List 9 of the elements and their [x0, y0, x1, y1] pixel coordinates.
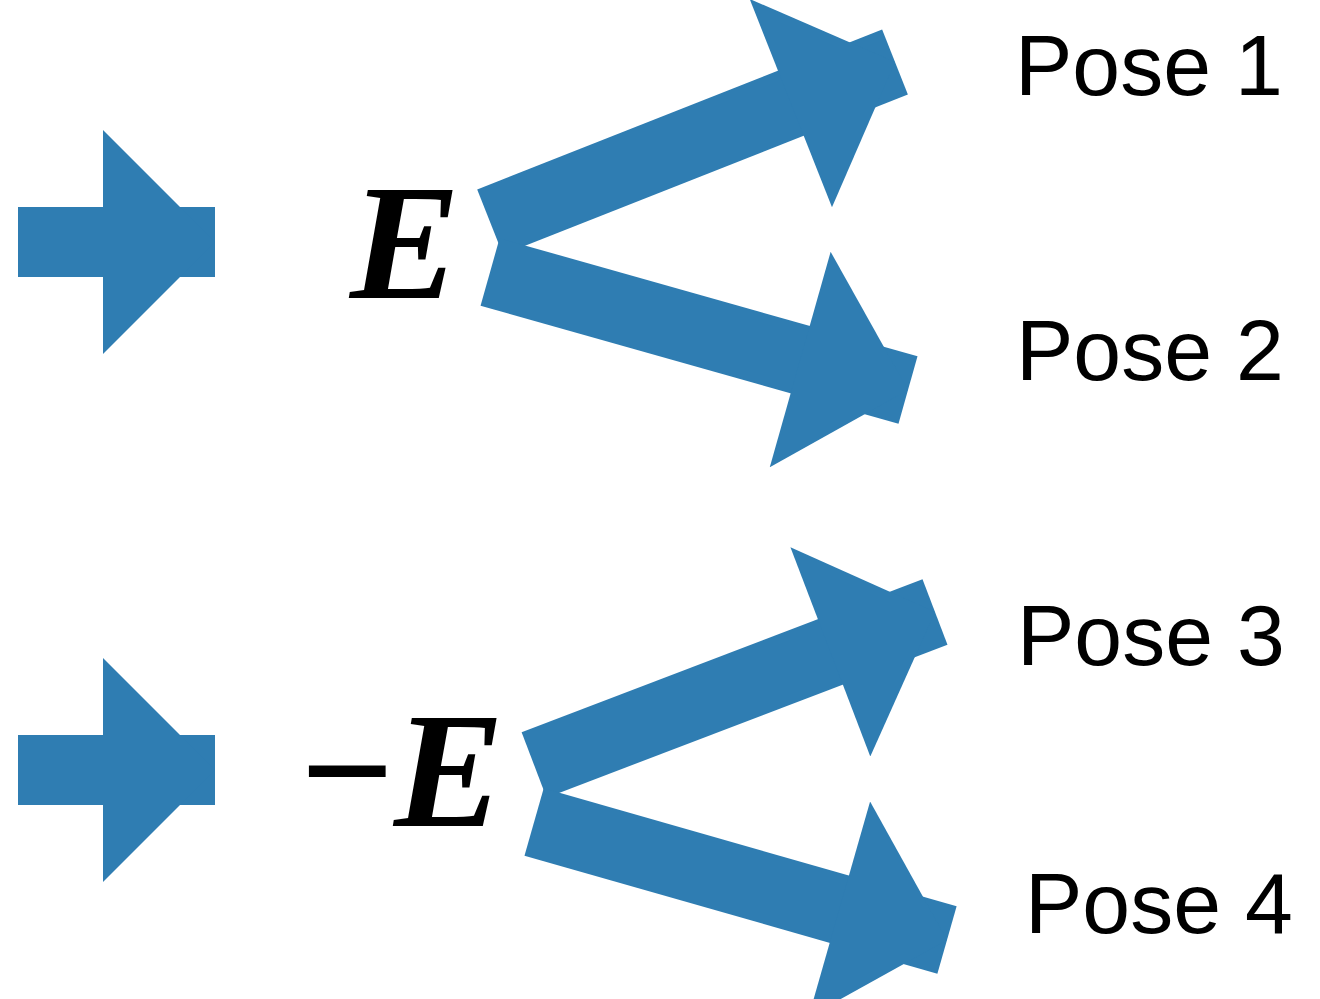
pose-label: Pose 1 [1015, 22, 1283, 108]
math-symbol: E [348, 187, 462, 297]
pose-label: Pose 4 [1025, 859, 1293, 946]
pose-label: Pose 3 [1017, 592, 1285, 678]
math-symbol: −E [299, 715, 506, 825]
block-arrow [18, 658, 215, 882]
block-arrow [18, 130, 215, 354]
block-arrow [524, 788, 957, 999]
pose-label: Pose 2 [1016, 307, 1284, 393]
